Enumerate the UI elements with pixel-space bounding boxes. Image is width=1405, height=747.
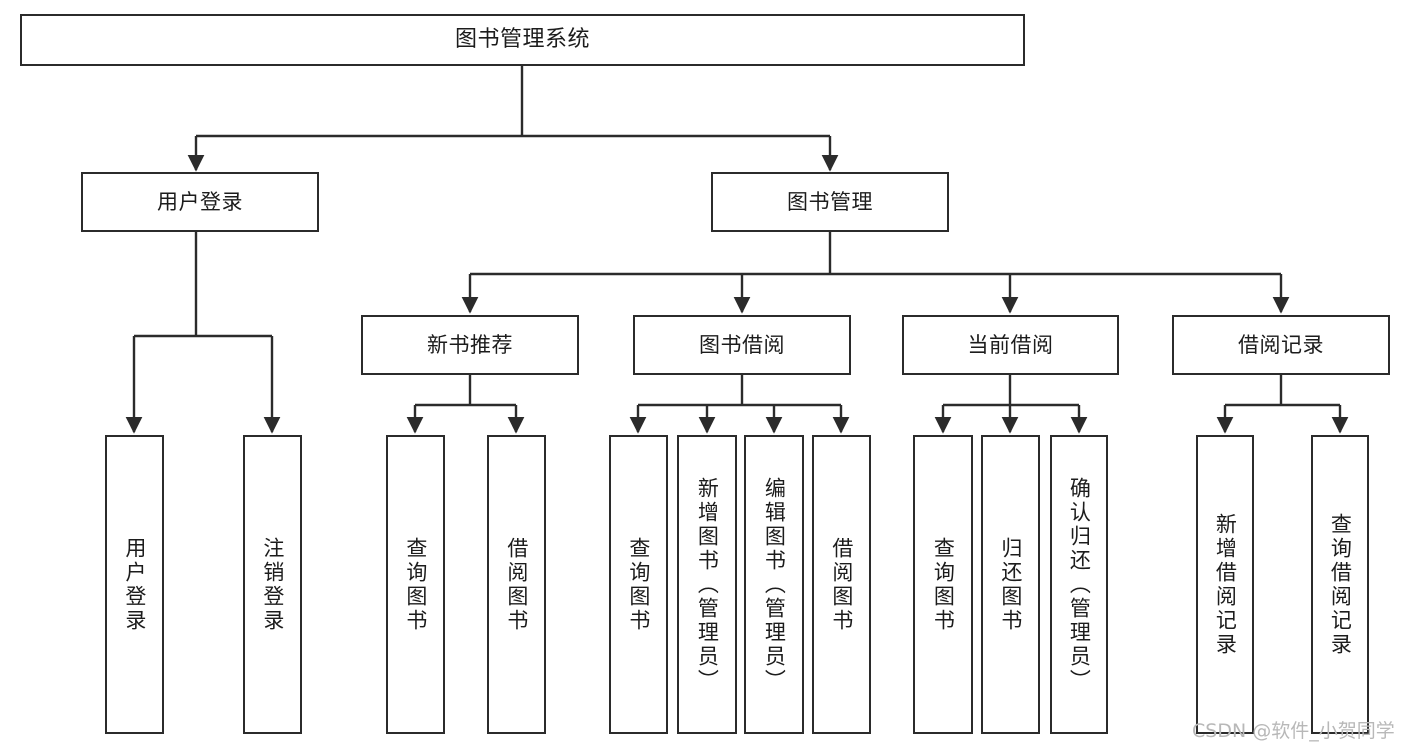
- node-leaf-confirm-return[interactable]: 确认归还（管理员）: [1050, 435, 1108, 734]
- node-leaf-query-book-cur-label: 查询图书: [931, 536, 956, 633]
- node-new-book-rec-label: 新书推荐: [427, 332, 513, 357]
- node-leaf-borrow-book[interactable]: 借阅图书: [812, 435, 871, 734]
- csdn-watermark: CSDN @软件_小贺同学: [1192, 720, 1395, 742]
- node-leaf-return-book[interactable]: 归还图书: [981, 435, 1040, 734]
- node-book-borrow-label: 图书借阅: [699, 332, 785, 357]
- node-root[interactable]: 图书管理系统: [20, 14, 1025, 66]
- node-leaf-query-book-cur[interactable]: 查询图书: [913, 435, 973, 734]
- node-leaf-query-book-borrow[interactable]: 查询图书: [609, 435, 668, 734]
- node-new-book-rec[interactable]: 新书推荐: [361, 315, 579, 375]
- node-leaf-query-book-rec[interactable]: 查询图书: [386, 435, 445, 734]
- node-leaf-add-record[interactable]: 新增借阅记录: [1196, 435, 1254, 734]
- node-leaf-user-login[interactable]: 用户登录: [105, 435, 164, 734]
- node-leaf-confirm-return-label: 确认归还（管理员）: [1067, 476, 1092, 693]
- node-leaf-add-book[interactable]: 新增图书（管理员）: [677, 435, 737, 734]
- node-book-borrow[interactable]: 图书借阅: [633, 315, 851, 375]
- node-user-login-label: 用户登录: [157, 189, 243, 214]
- node-current-borrow-label: 当前借阅: [967, 332, 1054, 357]
- node-leaf-add-record-label: 新增借阅记录: [1213, 512, 1238, 657]
- node-leaf-borrow-book-rec-label: 借阅图书: [504, 536, 529, 633]
- node-leaf-logout[interactable]: 注销登录: [243, 435, 302, 734]
- node-leaf-query-record-label: 查询借阅记录: [1328, 512, 1353, 657]
- node-user-login[interactable]: 用户登录: [81, 172, 319, 232]
- node-leaf-query-book-rec-label: 查询图书: [403, 536, 428, 633]
- node-leaf-borrow-book-rec[interactable]: 借阅图书: [487, 435, 546, 734]
- node-current-borrow[interactable]: 当前借阅: [902, 315, 1119, 375]
- node-leaf-user-login-label: 用户登录: [122, 536, 147, 633]
- node-leaf-add-book-label: 新增图书（管理员）: [695, 476, 720, 693]
- node-book-manage-label: 图书管理: [787, 189, 873, 214]
- node-borrow-record-label: 借阅记录: [1238, 332, 1324, 357]
- node-leaf-edit-book[interactable]: 编辑图书（管理员）: [744, 435, 804, 734]
- node-leaf-edit-book-label: 编辑图书（管理员）: [762, 476, 787, 693]
- node-leaf-query-book-borrow-label: 查询图书: [626, 536, 651, 633]
- node-leaf-return-book-label: 归还图书: [998, 536, 1023, 633]
- node-leaf-borrow-book-label: 借阅图书: [829, 536, 854, 633]
- node-leaf-query-record[interactable]: 查询借阅记录: [1311, 435, 1369, 734]
- node-root-label: 图书管理系统: [454, 27, 590, 53]
- node-borrow-record[interactable]: 借阅记录: [1172, 315, 1390, 375]
- node-leaf-logout-label: 注销登录: [260, 536, 285, 633]
- node-book-manage[interactable]: 图书管理: [711, 172, 949, 232]
